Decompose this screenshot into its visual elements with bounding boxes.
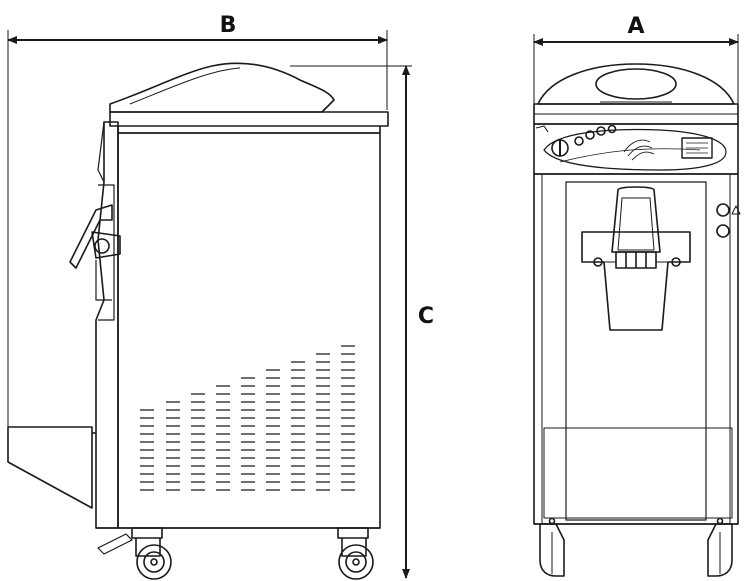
warning-triangle-icon — [731, 205, 741, 215]
side-lever — [69, 204, 121, 301]
side-drip-tray — [7, 426, 93, 509]
front-lid-dome — [537, 63, 735, 105]
side-body — [117, 132, 381, 529]
front-lower-panel — [543, 427, 733, 519]
warning-indicator-icon — [716, 203, 730, 217]
front-caster-right — [707, 523, 733, 577]
front-body — [533, 173, 739, 525]
digital-display — [681, 137, 713, 159]
dimension-b: B — [7, 13, 388, 430]
dispense-recess — [565, 181, 707, 521]
panel-button — [574, 136, 584, 146]
dimension-a-label: A — [627, 14, 644, 39]
panel-button — [585, 130, 595, 140]
panel-button — [607, 124, 617, 134]
side-caster-front — [97, 527, 172, 580]
side-button — [716, 224, 730, 238]
dimension-b-label: B — [220, 13, 237, 38]
side-caster-rear — [337, 527, 374, 580]
dispensing-head — [581, 186, 691, 331]
front-view: A — [533, 14, 741, 577]
side-lid-dome — [109, 62, 335, 113]
side-vent-louvers — [140, 345, 355, 491]
dimension-c: C — [290, 65, 434, 579]
side-front-panel — [95, 121, 119, 529]
dimension-c-label: C — [418, 304, 434, 329]
front-caster-left — [539, 523, 565, 577]
dimension-a: A — [533, 14, 739, 105]
side-view: B C — [7, 13, 434, 580]
panel-button — [596, 126, 606, 136]
side-top-plate — [109, 111, 389, 127]
